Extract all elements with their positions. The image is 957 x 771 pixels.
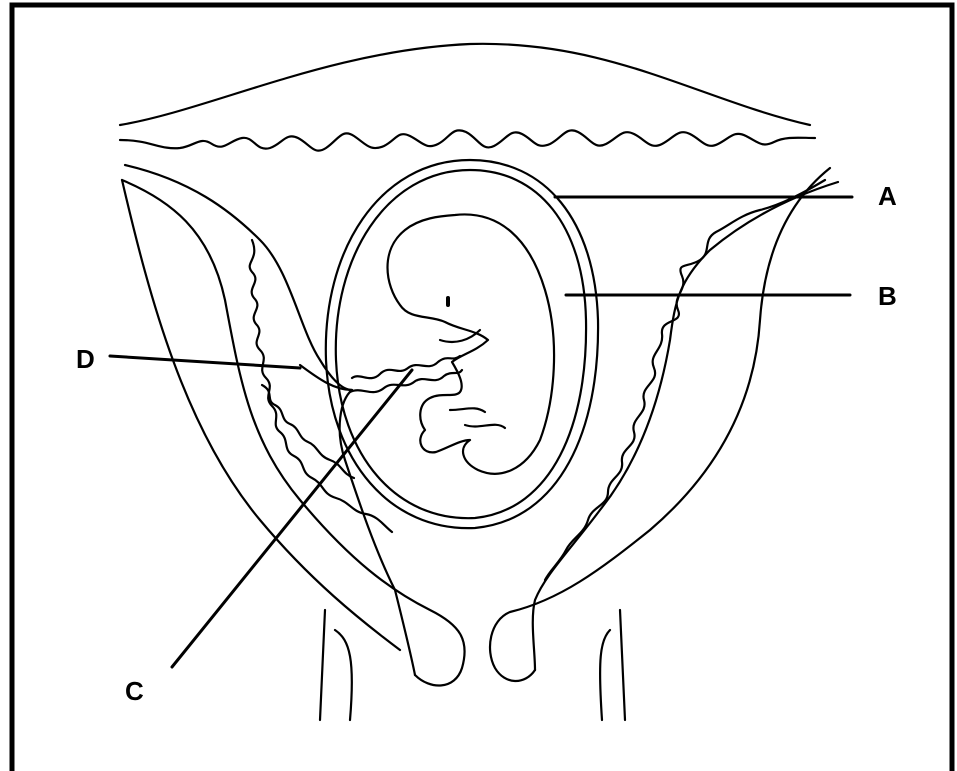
- leader-line-d: [110, 356, 300, 368]
- uterine-fundus-outline: [120, 44, 810, 125]
- uterine-wall-right-outer: [490, 168, 830, 681]
- upper-endometrium-wave: [120, 130, 815, 150]
- label-a: A: [878, 181, 897, 211]
- cervix-left: [320, 610, 352, 720]
- endometrium-right-convoluted: [545, 180, 825, 580]
- label-b: B: [878, 281, 897, 311]
- embryo-limb-lower: [450, 408, 505, 428]
- uterine-wall-left-lower: [122, 180, 400, 650]
- cervix-right: [600, 610, 625, 720]
- amniotic-sac-inner: [336, 170, 586, 518]
- label-c: C: [125, 676, 144, 706]
- uterine-wall-left-outer: [122, 180, 465, 685]
- embryo-outline: [388, 214, 555, 473]
- endometrium-left-convoluted: [250, 240, 392, 532]
- frame: [12, 5, 952, 771]
- uterine-wall-right-inner: [533, 182, 838, 670]
- label-d: D: [76, 344, 95, 374]
- umbilical-cord: [350, 356, 462, 392]
